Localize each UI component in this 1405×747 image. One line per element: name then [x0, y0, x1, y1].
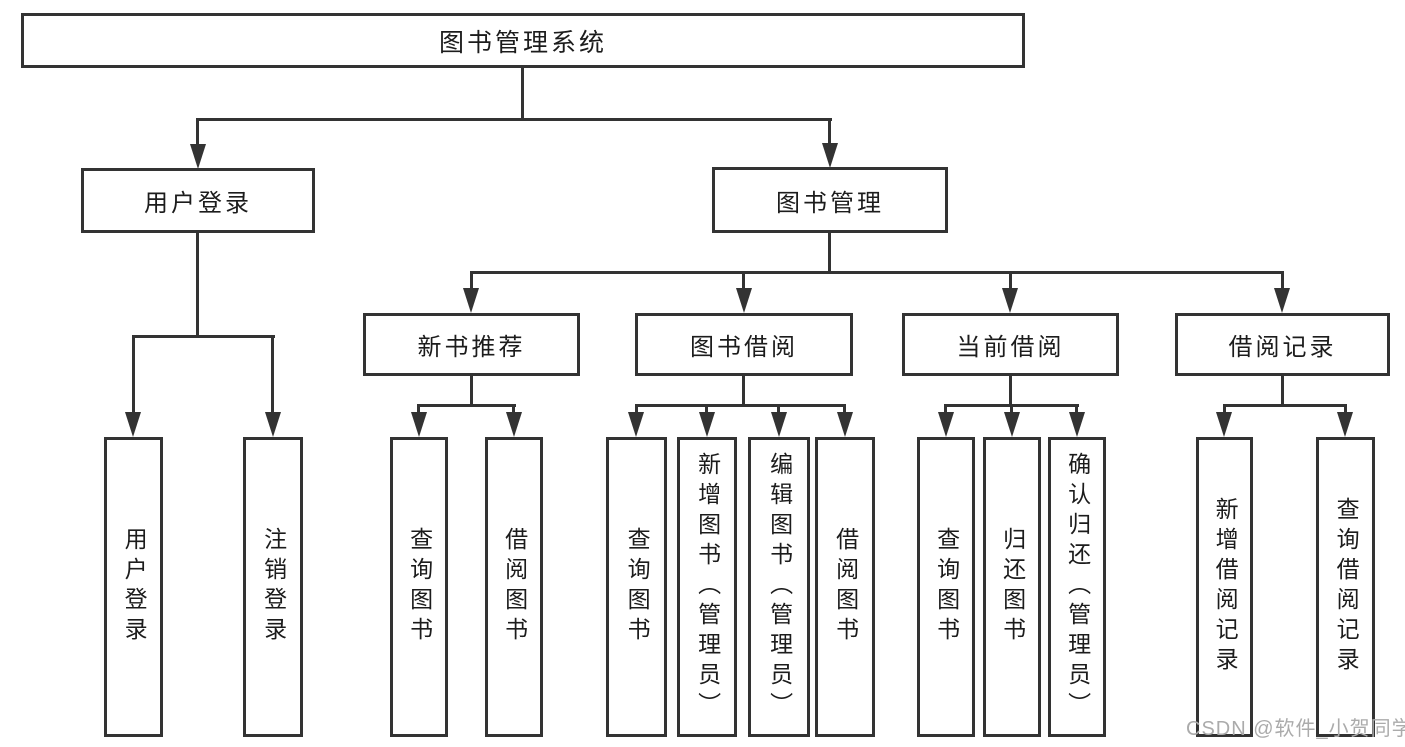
connector-vline: [470, 376, 473, 407]
connector-vline: [1009, 271, 1012, 291]
node-label: 图书管理: [776, 189, 884, 217]
connector-vline: [828, 233, 831, 273]
connector-vline: [828, 118, 831, 145]
arrow-down-icon: [822, 143, 838, 168]
connector-vline: [132, 335, 135, 415]
arrow-down-icon: [1337, 412, 1353, 437]
leaf-query-books-borrowing: 查询图书: [606, 437, 667, 737]
connector-hline: [1223, 404, 1347, 407]
connector-vline: [417, 404, 420, 416]
node-book-management: 图书管理: [712, 167, 948, 233]
arrow-down-icon: [699, 412, 715, 437]
connector-vline: [1281, 271, 1284, 291]
node-new-book-recommend: 新书推荐: [363, 313, 580, 376]
node-borrowing-records: 借阅记录: [1175, 313, 1390, 376]
connector-vline: [705, 404, 708, 416]
connector-vline: [742, 271, 745, 291]
node-label: 新书推荐: [417, 334, 526, 361]
connector-vline: [777, 404, 780, 416]
leaf-user-login: 用户登录: [104, 437, 163, 737]
leaf-label: 查询图书: [624, 527, 651, 647]
node-book-borrowing: 图书借阅: [635, 313, 853, 376]
connector-hline: [470, 271, 1284, 274]
leaf-label: 用户登录: [121, 527, 148, 647]
connector-vline: [1010, 404, 1013, 416]
node-user-login: 用户登录: [81, 168, 315, 233]
connector-vline: [271, 335, 274, 415]
connector-vline: [1075, 404, 1078, 416]
connector-vline: [196, 233, 199, 337]
leaf-label: 编辑图书（管理员）: [766, 452, 793, 722]
leaf-label: 查询图书: [933, 527, 960, 647]
leaf-confirm-return-admin: 确认归还（管理员）: [1048, 437, 1106, 737]
connector-vline: [1281, 376, 1284, 407]
leaf-label: 新增图书（管理员）: [694, 452, 721, 722]
arrow-down-icon: [837, 412, 853, 437]
connector-hline: [635, 404, 846, 407]
leaf-borrow-books: 借阅图书: [815, 437, 875, 737]
leaf-label: 借阅图书: [832, 527, 859, 647]
leaf-logout-login: 注销登录: [243, 437, 303, 737]
connector-vline: [843, 404, 846, 416]
arrow-down-icon: [938, 412, 954, 437]
connector-vline: [635, 404, 638, 416]
node-label: 当前借阅: [956, 334, 1065, 361]
arrow-down-icon: [463, 288, 479, 313]
arrow-down-icon: [771, 412, 787, 437]
leaf-return-books: 归还图书: [983, 437, 1041, 737]
arrow-down-icon: [1069, 412, 1085, 437]
leaf-add-books-admin: 新增图书（管理员）: [677, 437, 737, 737]
node-label: 用户登录: [144, 190, 252, 217]
connector-vline: [512, 404, 515, 416]
connector-hline: [418, 404, 516, 407]
connector-vline: [1223, 404, 1226, 416]
arrow-down-icon: [1002, 288, 1018, 313]
arrow-down-icon: [628, 412, 644, 437]
connector-hline: [132, 335, 275, 338]
arrow-down-icon: [190, 144, 206, 169]
connector-vline: [742, 376, 745, 407]
leaf-label: 查询借阅记录: [1333, 497, 1360, 677]
arrow-down-icon: [736, 288, 752, 313]
arrow-down-icon: [1004, 412, 1020, 437]
leaf-label: 查询图书: [406, 527, 433, 647]
arrow-down-icon: [1274, 288, 1290, 313]
connector-hline: [197, 118, 832, 121]
leaf-add-borrow-record: 新增借阅记录: [1196, 437, 1253, 737]
arrow-down-icon: [265, 412, 281, 437]
leaf-query-books-current: 查询图书: [917, 437, 975, 737]
node-library-management-system: 图书管理系统: [21, 13, 1025, 68]
connector-vline: [196, 118, 199, 146]
connector-vline: [470, 271, 473, 291]
arrow-down-icon: [1216, 412, 1232, 437]
leaf-label: 注销登录: [260, 527, 287, 647]
leaf-borrow-books-recommend: 借阅图书: [485, 437, 543, 737]
leaf-query-borrow-record: 查询借阅记录: [1316, 437, 1375, 737]
arrow-down-icon: [506, 412, 522, 437]
arrow-down-icon: [125, 412, 141, 437]
leaf-label: 新增借阅记录: [1212, 497, 1239, 677]
leaf-edit-books-admin: 编辑图书（管理员）: [748, 437, 810, 737]
connector-vline: [1344, 404, 1347, 416]
connector-vline: [521, 68, 524, 120]
leaf-label: 归还图书: [999, 527, 1026, 647]
watermark: CSDN @软件_小贺同学: [1186, 718, 1405, 740]
connector-vline: [944, 404, 947, 416]
connector-vline: [1009, 376, 1012, 407]
leaf-query-books-recommend: 查询图书: [390, 437, 448, 737]
leaf-label: 借阅图书: [501, 527, 528, 647]
node-current-borrowing: 当前借阅: [902, 313, 1119, 376]
node-label: 借阅记录: [1228, 334, 1337, 361]
node-label: 图书管理系统: [438, 28, 607, 57]
arrow-down-icon: [411, 412, 427, 437]
leaf-label: 确认归还（管理员）: [1064, 452, 1091, 722]
node-label: 图书借阅: [690, 334, 798, 361]
